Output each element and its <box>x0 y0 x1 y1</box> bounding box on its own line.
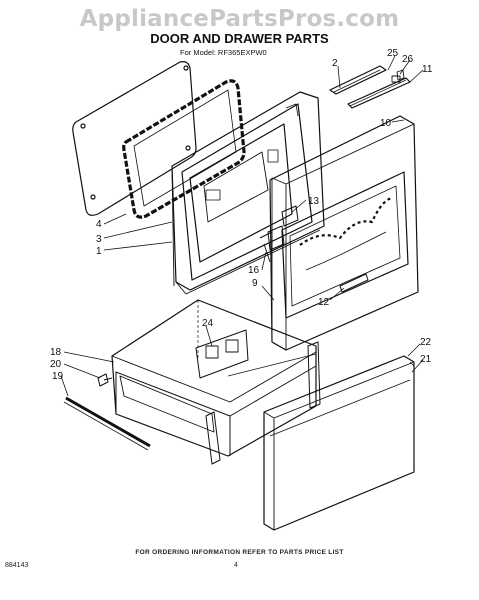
page-number: 4 <box>234 562 238 569</box>
callout-1: 1 <box>96 246 102 257</box>
callout-18: 18 <box>50 347 62 358</box>
part-outer-door-panel <box>72 61 197 216</box>
callout-25: 25 <box>387 48 399 59</box>
page-title: DOOR AND DRAWER PARTS <box>150 31 329 46</box>
part-outer-glass-door <box>269 115 419 351</box>
part-drawer-rail <box>63 396 151 451</box>
callout-26: 26 <box>402 54 414 65</box>
part-door-hinge <box>259 225 285 263</box>
callout-21: 21 <box>420 354 432 365</box>
document-number: 884143 <box>5 562 29 569</box>
callout-4: 4 <box>96 219 102 230</box>
callout-labels: 4 3 1 2 25 26 11 10 13 16 9 12 18 20 19 … <box>50 48 433 382</box>
callout-13: 13 <box>308 196 320 207</box>
callout-22: 22 <box>420 337 432 348</box>
part-drawer-front-panel <box>263 355 415 531</box>
part-hinge-bracket <box>281 205 299 227</box>
leader-lines <box>60 55 424 397</box>
part-drawer-body <box>97 299 321 465</box>
callout-3: 3 <box>96 234 102 245</box>
callout-10: 10 <box>380 118 392 129</box>
callout-2: 2 <box>332 58 338 69</box>
callout-11: 11 <box>422 64 433 75</box>
callout-9: 9 <box>252 278 258 289</box>
model-label: For Model: RF365EXPW0 <box>180 48 267 57</box>
callout-24: 24 <box>202 318 214 329</box>
callout-16: 16 <box>248 265 260 276</box>
ordering-note: FOR ORDERING INFORMATION REFER TO PARTS … <box>135 549 344 556</box>
part-vent-trim <box>329 65 411 109</box>
watermark: AppliancePartsPros.com <box>79 6 400 32</box>
callout-12: 12 <box>318 297 330 308</box>
part-inner-door-liner <box>171 91 325 295</box>
callout-20: 20 <box>50 359 62 370</box>
callout-19: 19 <box>52 371 64 382</box>
